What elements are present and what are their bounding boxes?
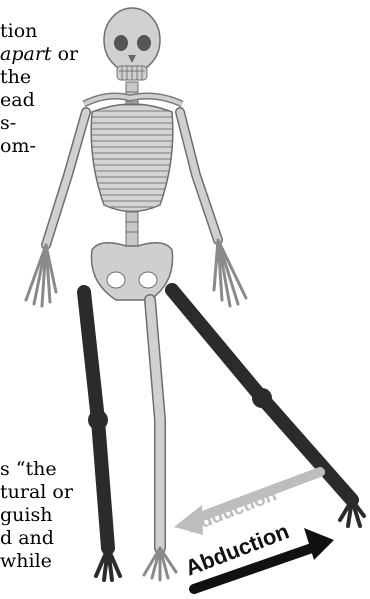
rib-cage bbox=[91, 104, 173, 212]
pelvis bbox=[92, 243, 173, 300]
adduction-arrow: Adduction bbox=[174, 472, 320, 538]
right-arm bbox=[180, 112, 246, 306]
left-arm bbox=[26, 112, 86, 306]
highlighted-left-leg bbox=[84, 292, 120, 580]
standing-leg bbox=[144, 300, 176, 580]
skull bbox=[104, 8, 160, 80]
